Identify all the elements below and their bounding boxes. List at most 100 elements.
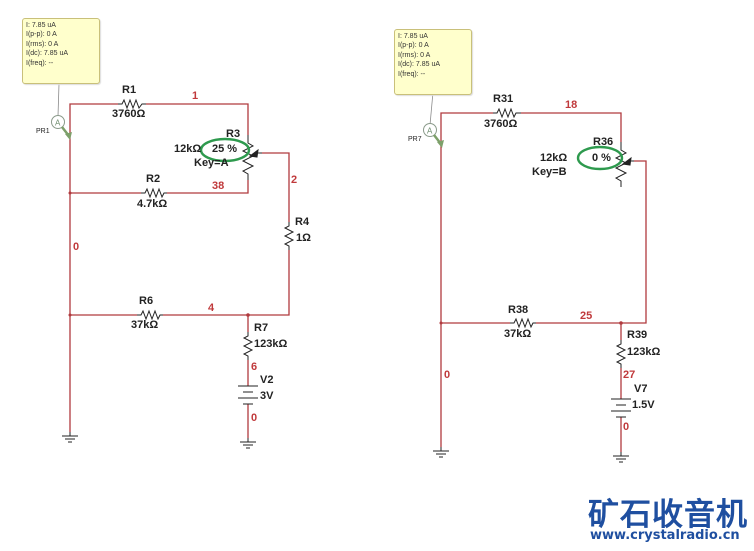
component-ref-R6: R6 — [139, 295, 154, 307]
resistor-R2-symbol[interactable] — [141, 187, 167, 199]
probe-reading: I(rms): 0 A — [26, 40, 59, 48]
wire-net-38[interactable] — [167, 180, 249, 194]
left-circuit: A — [51, 83, 295, 449]
resistor-R39-symbol[interactable] — [615, 340, 627, 368]
probe-arrowhead-icon — [65, 132, 72, 140]
highlight-ellipse-R3 — [199, 137, 251, 163]
potentiometer-R3-symbol[interactable] — [241, 135, 255, 180]
ammeter-icon[interactable] — [423, 123, 437, 137]
component-ref-R4: R4 — [295, 216, 310, 228]
net-label: 0 — [73, 241, 80, 253]
component-ref-V7: V7 — [634, 383, 648, 395]
potentiometer-key-R3: Key=A — [194, 157, 229, 169]
component-ref-V2: V2 — [260, 374, 274, 386]
net-label: 2 — [291, 174, 298, 186]
net-label: 0 — [444, 369, 451, 381]
component-value-R6: 37kΩ — [131, 319, 159, 331]
probe-reading: I(dc): 7.85 uA — [398, 61, 441, 69]
net-label: 18 — [565, 99, 578, 111]
net-label: 6 — [251, 361, 258, 373]
component-value-R7: 123kΩ — [254, 338, 288, 350]
component-value-R38: 37kΩ — [504, 328, 532, 340]
resistor-R1-symbol[interactable] — [118, 98, 146, 110]
resistor-R31-symbol[interactable] — [493, 107, 521, 119]
probe-reading: I(freq): -- — [26, 59, 54, 67]
potentiometer-R36-symbol[interactable] — [614, 142, 628, 187]
probe-reading: I: 7.85 uA — [26, 22, 56, 29]
component-value-V2: 3V — [260, 390, 274, 402]
probe-reading: I(p-p): 0 A — [26, 31, 57, 39]
left-wires — [69, 103, 290, 438]
highlight-ellipse-R36 — [576, 145, 624, 171]
ammeter-icon[interactable] — [51, 115, 65, 129]
probe-reading: I(p-p): 0 A — [398, 42, 429, 50]
ground-icon — [62, 432, 78, 443]
probe-label-PR7: PR7 — [408, 136, 422, 143]
net-label: 38 — [212, 180, 225, 192]
potentiometer-setting-R36[interactable]: 0 % — [592, 152, 611, 164]
right-circuit: A — [423, 91, 647, 463]
probe-reading: I(dc): 7.85 uA — [26, 50, 69, 58]
junction-dot — [68, 191, 72, 195]
resistor-R38-symbol[interactable] — [510, 317, 536, 329]
probe-readout-PR7: I: 7.85 uA I(p-p): 0 A I(rms): 0 A I(dc)… — [394, 29, 472, 95]
component-ref-R36: R36 — [593, 136, 614, 148]
watermark-logo-url: www.crystalradio.cn — [590, 528, 740, 543]
probe-reading: I(rms): 0 A — [398, 51, 431, 59]
junction-dot — [246, 313, 250, 317]
probe-lead-PR7 — [429, 91, 434, 126]
component-ref-R7: R7 — [254, 322, 269, 334]
component-value-R1: 3760Ω — [112, 108, 146, 120]
ground-icon — [240, 438, 256, 449]
potentiometer-setting-R3[interactable]: 25 % — [212, 143, 238, 155]
probe-arrowhead-icon — [437, 140, 444, 148]
resistor-R7-symbol[interactable] — [242, 332, 254, 360]
component-value-R3: 12kΩ — [174, 143, 202, 155]
wire-net-1b[interactable] — [146, 103, 249, 135]
component-ref-R39: R39 — [627, 329, 648, 341]
wiper-arrow-icon — [621, 156, 632, 166]
net-label: 4 — [208, 302, 215, 314]
junction-dot — [619, 321, 623, 325]
wire-net-2b[interactable] — [248, 250, 290, 316]
component-value-R4: 1Ω — [296, 232, 311, 244]
net-label: 1 — [192, 90, 199, 102]
net-label: 0 — [623, 421, 630, 433]
probe-readout-PR1: I: 7.85 uA I(p-p): 0 A I(rms): 0 A I(dc)… — [22, 18, 100, 84]
wire-wiper-R36[interactable] — [621, 160, 647, 324]
component-value-V7: 1.5V — [632, 399, 655, 411]
component-value-R36: 12kΩ — [540, 152, 568, 164]
wire-net-1[interactable] — [69, 103, 118, 135]
ground-icon — [433, 447, 449, 458]
component-value-R2: 4.7kΩ — [137, 198, 168, 210]
ammeter-icon-glyph: A — [427, 127, 433, 136]
component-ref-R38: R38 — [508, 304, 529, 316]
probe-label-PR1: PR1 — [36, 128, 50, 135]
component-value-R31: 3760Ω — [484, 118, 518, 130]
resistor-R4-symbol[interactable] — [283, 222, 295, 250]
component-ref-R1: R1 — [122, 84, 137, 96]
probe-lead-PR1 — [57, 83, 60, 117]
net-label: 27 — [623, 369, 636, 381]
net-label: 25 — [580, 310, 593, 322]
ground-icon — [613, 452, 629, 463]
resistor-R6-symbol[interactable] — [137, 309, 163, 321]
right-wires — [440, 112, 647, 452]
net-label: 0 — [251, 412, 258, 424]
wire-net-18[interactable] — [440, 112, 493, 145]
component-value-R39: 123kΩ — [627, 346, 661, 358]
component-ref-R31: R31 — [493, 93, 514, 105]
wire-net-18b[interactable] — [521, 112, 622, 142]
potentiometer-key-R36: Key=B — [532, 166, 567, 178]
wiper-arrow-icon — [248, 148, 259, 158]
junction-dot — [439, 321, 443, 325]
component-ref-R2: R2 — [146, 173, 161, 185]
component-ref-R3: R3 — [226, 128, 241, 140]
probe-reading: I: 7.85 uA — [398, 33, 428, 40]
watermark-logo-title: 矿石收音机 — [588, 497, 748, 533]
ammeter-icon-glyph: A — [55, 119, 61, 128]
junction-dot — [68, 313, 72, 317]
wire-net-2[interactable] — [262, 152, 290, 222]
probe-reading: I(freq): -- — [398, 70, 426, 78]
